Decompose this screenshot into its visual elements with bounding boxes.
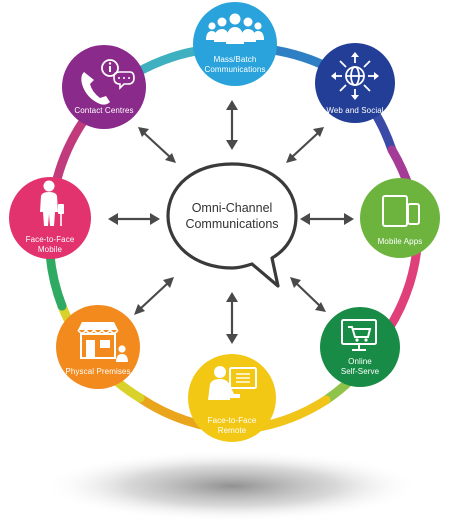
connector-arrows xyxy=(108,100,354,344)
contact-centres-label: Contact Centres xyxy=(74,106,133,115)
people-group-icon xyxy=(206,13,264,44)
mass-batch-label-line1: Mass/Batch xyxy=(214,55,257,64)
web-social-label: Web and Social xyxy=(326,106,383,115)
phone-chat-icon xyxy=(81,59,135,105)
floor-shadow xyxy=(42,450,422,522)
globe-arrowheads xyxy=(331,52,379,100)
mass-batch-label-line2: Communications xyxy=(205,65,266,74)
face-mobile-label-line2: Mobile xyxy=(38,245,63,254)
video-call-icon xyxy=(208,366,257,400)
center-title-line2: Communications xyxy=(185,217,278,231)
face-remote-label-line2: Remote xyxy=(218,426,247,435)
physical-premises-label: Physcal Premises xyxy=(65,367,130,376)
node-face-mobile: Face-to-Face Mobile xyxy=(9,177,91,259)
arrow-to-face-remote xyxy=(226,292,238,344)
online-self-serve-label-line2: Self-Serve xyxy=(341,367,380,376)
node-mass-batch: Mass/Batch Communications xyxy=(193,2,277,86)
storefront-icon xyxy=(77,322,128,362)
online-self-serve-label-line1: Online xyxy=(348,357,372,366)
arrow-to-face-mobile xyxy=(108,213,160,225)
cart-wheels xyxy=(355,338,368,342)
center-bubble: Omni-Channel Communications xyxy=(166,162,298,288)
face-remote-label-line1: Face-to-Face xyxy=(208,416,257,425)
center-title-line1: Omni-Channel xyxy=(192,201,273,215)
node-web-social: Web and Social xyxy=(315,43,395,123)
globe-network-icon xyxy=(334,55,376,97)
node-online-self-serve: Online Self-Serve xyxy=(320,307,400,387)
face-mobile-label-line1: Face-to-Face xyxy=(26,235,75,244)
node-mobile-apps: Mobile Apps xyxy=(360,178,440,258)
arrow-to-mobile-apps xyxy=(300,213,354,225)
arrow-to-web-social xyxy=(286,127,324,163)
speech-bubble-outline xyxy=(166,162,298,288)
arrow-to-contact-centres xyxy=(138,127,176,163)
arrow-to-mass-batch xyxy=(226,100,238,150)
mobile-apps-label: Mobile Apps xyxy=(378,237,423,246)
businessman-icon xyxy=(40,180,64,226)
arrow-to-physical-premises xyxy=(134,277,174,315)
tablet-phone-icon xyxy=(382,195,420,227)
node-physical-premises: Physcal Premises xyxy=(56,305,140,389)
node-face-remote: Face-to-Face Remote xyxy=(188,354,276,442)
node-contact-centres: Contact Centres xyxy=(62,45,146,129)
arrow-to-online-self-serve xyxy=(290,277,326,312)
monitor-cart-icon xyxy=(341,319,377,351)
